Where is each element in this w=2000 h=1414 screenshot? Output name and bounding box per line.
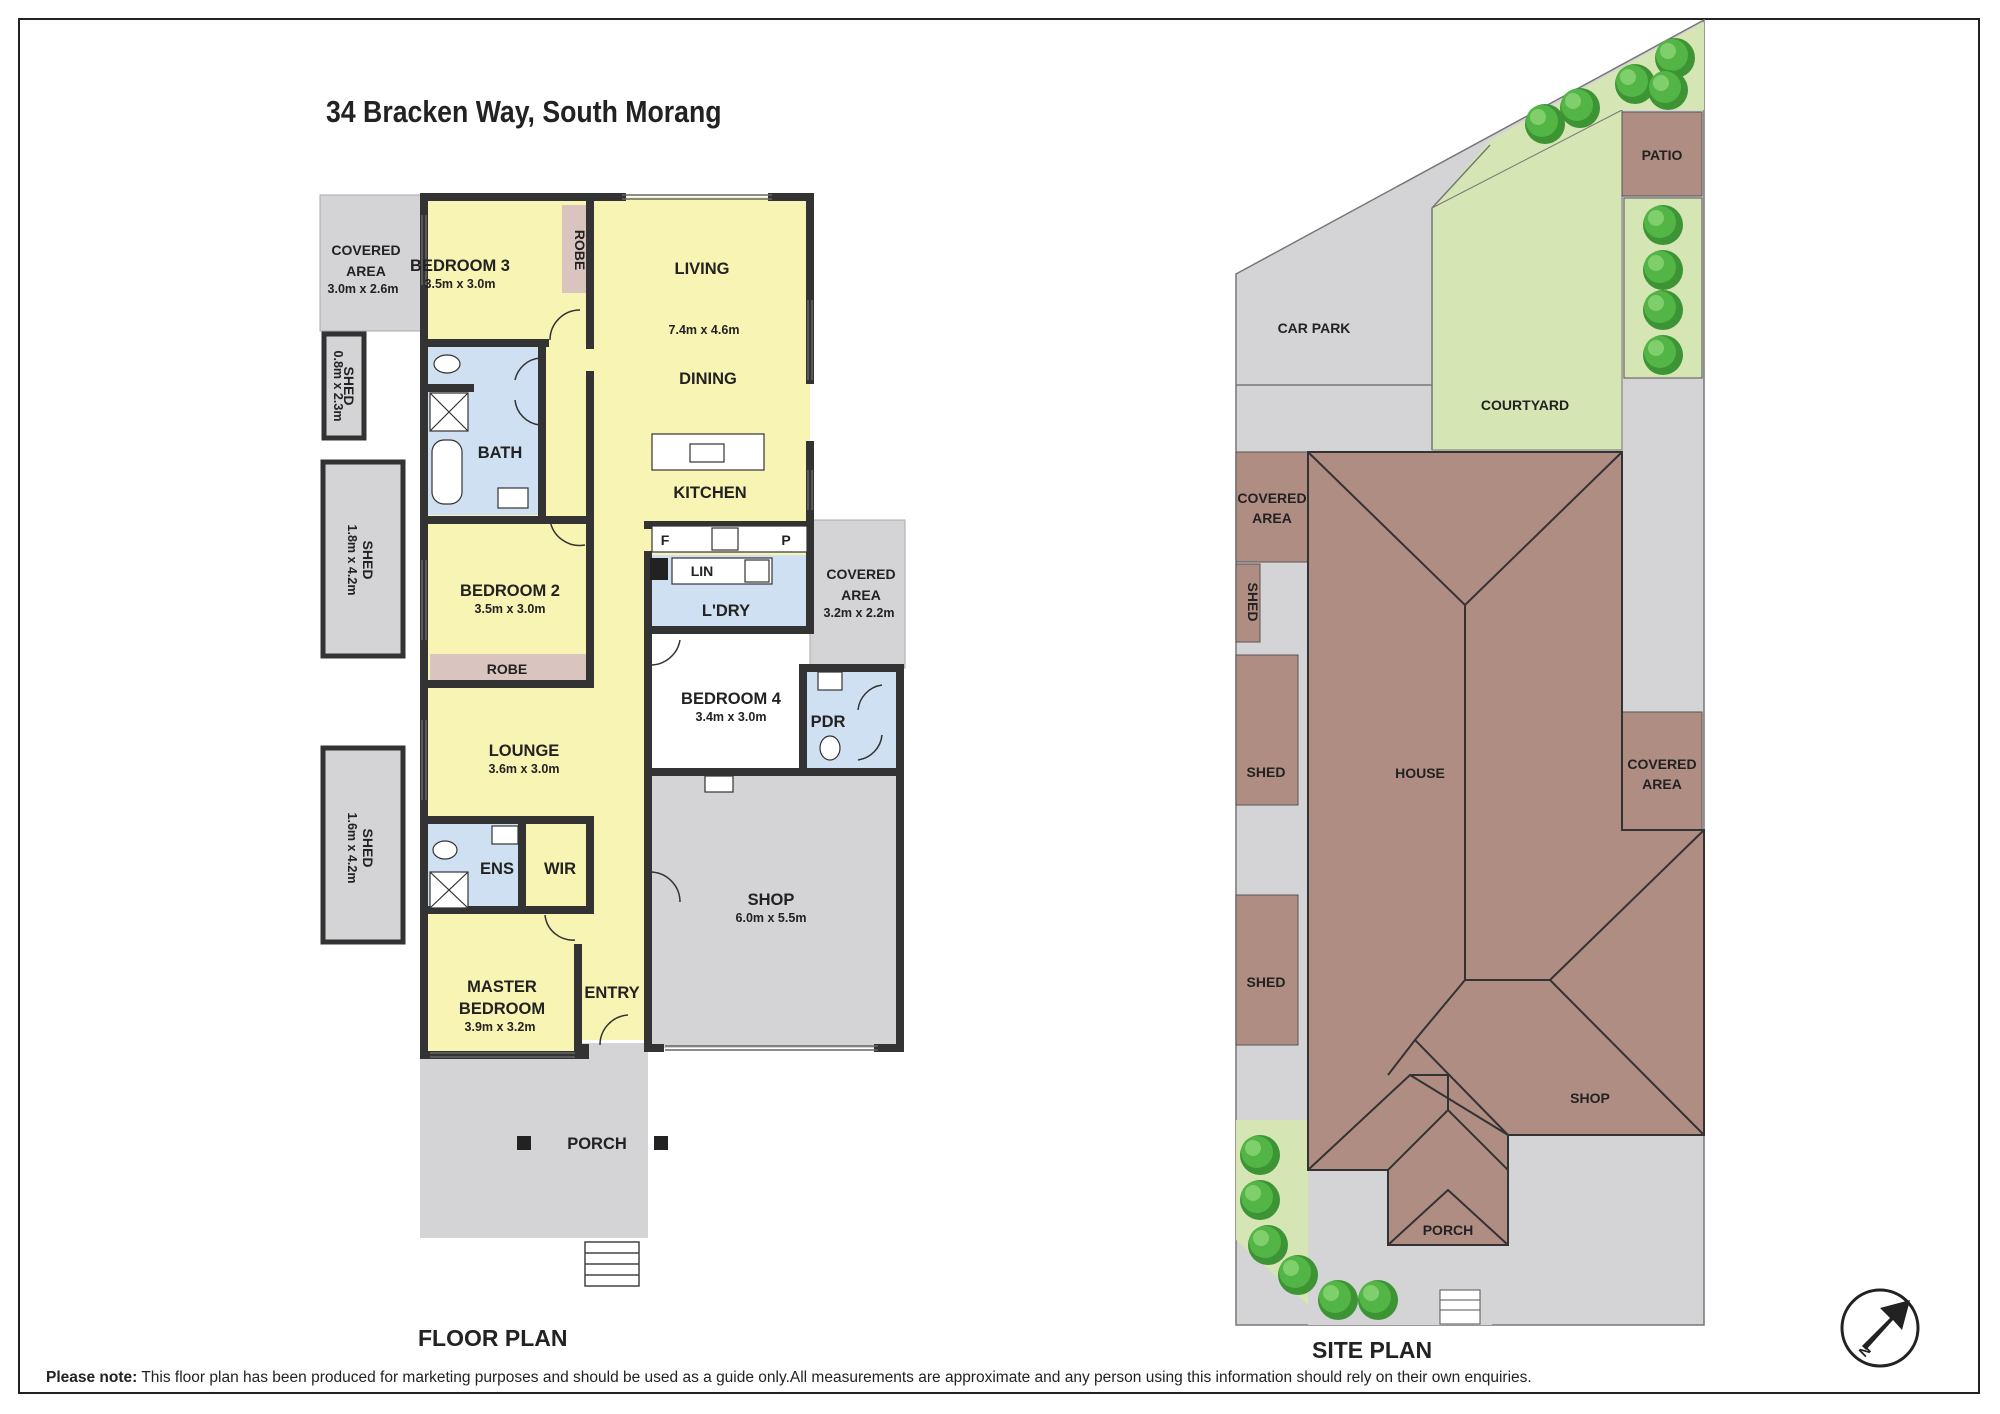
site-label-shed-1: SHED bbox=[1245, 583, 1261, 622]
label-bedroom2: BEDROOM 2 bbox=[460, 582, 560, 600]
site-label-shed-2: SHED bbox=[1247, 764, 1286, 780]
floor-plan: BEDROOM 3 3.5m x 3.0m ROBE COVERED AREA … bbox=[319, 193, 906, 1287]
label-pdr: PDR bbox=[811, 713, 846, 731]
pdr-basin bbox=[817, 671, 843, 691]
site-plan-caption: SITE PLAN bbox=[1312, 1337, 1433, 1363]
label-master-2: BEDROOM bbox=[459, 1000, 545, 1018]
label-porch-fp: PORCH bbox=[567, 1135, 627, 1153]
dim-master: 3.9m x 3.2m bbox=[465, 1020, 536, 1034]
dim-shed-small: 0.8m x 2.3m bbox=[331, 351, 345, 422]
dim-bedroom2: 3.5m x 3.0m bbox=[475, 602, 546, 616]
label-linen: LIN bbox=[691, 563, 714, 579]
label-shed-mid: SHED bbox=[360, 541, 376, 580]
label-dining: DINING bbox=[679, 370, 737, 388]
ens-toilet bbox=[432, 840, 458, 860]
label-robe-top: ROBE bbox=[572, 230, 588, 270]
site-shed-1 bbox=[1235, 563, 1261, 643]
dim-shop: 6.0m x 5.5m bbox=[736, 911, 807, 925]
site-covered-area-2 bbox=[1621, 711, 1703, 831]
north-compass: N bbox=[1840, 1288, 1920, 1368]
site-shed-2 bbox=[1235, 654, 1299, 806]
site-label-house: HOUSE bbox=[1395, 765, 1445, 781]
dim-covered-left: 3.0m x 2.6m bbox=[328, 282, 399, 296]
site-plan: N PATIO CAR PARK COURTYARD COVERED AREA … bbox=[1235, 18, 1920, 1368]
dim-shed-mid: 1.8m x 4.2m bbox=[345, 525, 359, 596]
dim-covered-right: 3.2m x 2.2m bbox=[824, 606, 895, 620]
site-label-patio: PATIO bbox=[1642, 147, 1683, 163]
black-block bbox=[650, 558, 668, 580]
label-laundry: L'DRY bbox=[702, 602, 750, 620]
covered-area-right bbox=[809, 519, 906, 669]
site-label-covered-1a: COVERED bbox=[1237, 490, 1306, 506]
site-label-covered-1b: AREA bbox=[1252, 510, 1292, 526]
porch-area bbox=[420, 1043, 648, 1238]
site-label-courtyard: COURTYARD bbox=[1481, 397, 1569, 413]
label-covered-left-1: COVERED bbox=[331, 242, 400, 258]
robe-top bbox=[562, 205, 588, 293]
label-shed-low: SHED bbox=[360, 829, 376, 868]
patio bbox=[1621, 111, 1703, 197]
site-steps bbox=[1439, 1289, 1481, 1325]
label-bath: BATH bbox=[478, 444, 523, 462]
label-covered-right-2: AREA bbox=[841, 587, 881, 603]
pdr-toilet bbox=[819, 735, 841, 761]
note-text: This floor plan has been produced for ma… bbox=[137, 1369, 1532, 1386]
label-wir: WIR bbox=[544, 860, 576, 878]
bathtub bbox=[431, 439, 463, 505]
site-shed-3 bbox=[1235, 894, 1299, 1046]
site-label-car-park: CAR PARK bbox=[1278, 320, 1351, 336]
label-living: LIVING bbox=[674, 260, 729, 278]
label-fridge: F bbox=[661, 532, 670, 548]
dim-shed-low: 1.6m x 4.2m bbox=[345, 813, 359, 884]
kitchen-sink bbox=[689, 443, 725, 463]
label-master-1: MASTER bbox=[467, 978, 537, 996]
label-pantry: P bbox=[781, 532, 790, 548]
site-label-porch: PORCH bbox=[1423, 1222, 1474, 1238]
shed-small bbox=[321, 331, 367, 441]
dim-bedroom4: 3.4m x 3.0m bbox=[696, 710, 767, 724]
site-label-covered-2a: COVERED bbox=[1627, 756, 1696, 772]
label-shed-small: SHED bbox=[341, 367, 357, 406]
site-label-shed-3: SHED bbox=[1247, 974, 1286, 990]
covered-area-left bbox=[319, 194, 424, 332]
shed-mid bbox=[320, 459, 406, 659]
porch-post-right bbox=[654, 1136, 668, 1150]
label-bedroom3: BEDROOM 3 bbox=[410, 257, 510, 275]
porch-post-left bbox=[517, 1136, 531, 1150]
label-entry: ENTRY bbox=[584, 984, 639, 1002]
dim-living: 7.4m x 4.6m bbox=[669, 323, 740, 337]
label-shop-fp: SHOP bbox=[748, 891, 795, 909]
site-label-covered-2b: AREA bbox=[1642, 776, 1682, 792]
cooktop bbox=[711, 527, 739, 551]
shop-sink bbox=[704, 775, 734, 793]
label-robe-mid: ROBE bbox=[487, 661, 527, 677]
bath-vanity bbox=[497, 487, 529, 509]
dim-bedroom3: 3.5m x 3.0m bbox=[425, 277, 496, 291]
site-label-shop: SHOP bbox=[1570, 1090, 1610, 1106]
label-kitchen: KITCHEN bbox=[673, 484, 746, 502]
label-lounge: LOUNGE bbox=[489, 742, 560, 760]
shed-low bbox=[320, 745, 406, 945]
bath-toilet bbox=[433, 354, 461, 374]
note-lead: Please note: bbox=[46, 1369, 138, 1386]
site-covered-area-1 bbox=[1235, 451, 1309, 563]
laundry-tub bbox=[744, 559, 770, 583]
disclaimer-note: Please note: This floor plan has been pr… bbox=[46, 1369, 1532, 1387]
robe-mid bbox=[430, 654, 590, 680]
label-covered-left-2: AREA bbox=[346, 263, 386, 279]
page-frame bbox=[18, 18, 1980, 1394]
label-bedroom4: BEDROOM 4 bbox=[681, 690, 782, 708]
label-covered-right-1: COVERED bbox=[826, 566, 895, 582]
ens-vanity bbox=[491, 825, 519, 845]
dim-lounge: 3.6m x 3.0m bbox=[489, 762, 560, 776]
label-ens: ENS bbox=[480, 860, 514, 878]
property-address: 34 Bracken Way, South Morang bbox=[326, 94, 722, 129]
shop-area bbox=[650, 772, 900, 1048]
floor-plan-caption: FLOOR PLAN bbox=[418, 1325, 568, 1351]
